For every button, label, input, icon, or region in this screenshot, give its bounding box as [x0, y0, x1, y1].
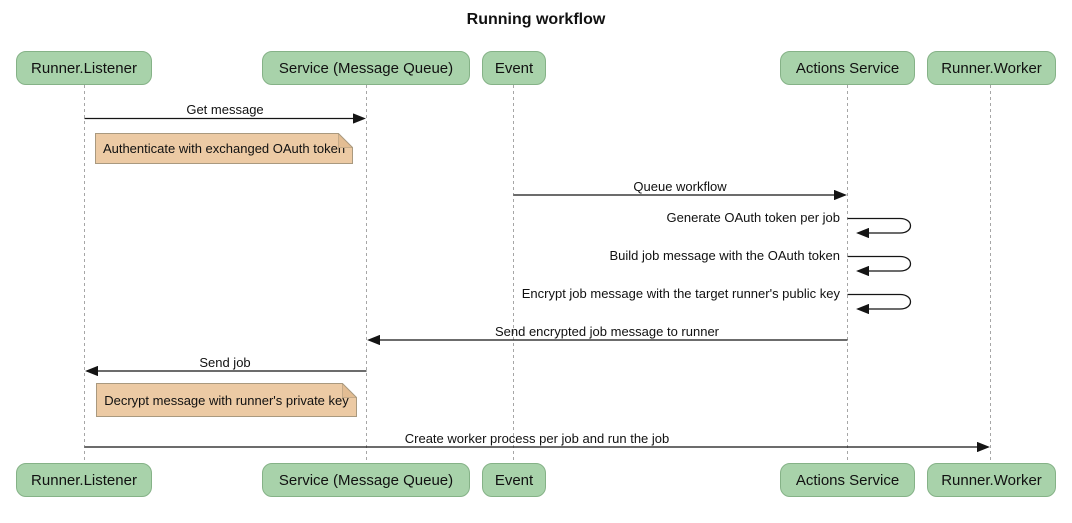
note-decrypt-message-text: Decrypt message with runner's private ke… — [104, 392, 349, 408]
participant-runner-worker-top: Runner.Worker — [927, 51, 1056, 85]
note-authenticate-oauth: Authenticate with exchanged OAuth token — [95, 133, 353, 164]
self-arrow-encrypt-job-message — [847, 293, 912, 315]
message-label-get-message: Get message — [186, 102, 264, 117]
self-arrow-generate-oauth-token — [847, 217, 912, 239]
message-label-generate-oauth-token: Generate OAuth token per job — [666, 210, 840, 225]
message-label-send-encrypted-job-message: Send encrypted job message to runner — [494, 324, 720, 339]
note-decrypt-message: Decrypt message with runner's private ke… — [96, 383, 357, 417]
self-arrow-build-job-message — [847, 255, 912, 277]
participant-runner-worker-bottom: Runner.Worker — [927, 463, 1056, 497]
message-label-send-job: Send job — [199, 355, 251, 370]
participant-runner-listener-bottom: Runner.Listener — [16, 463, 152, 497]
participant-event-top: Event — [482, 51, 546, 85]
message-label-create-worker-process: Create worker process per job and run th… — [404, 431, 670, 446]
participant-service-message-queue-top: Service (Message Queue) — [262, 51, 470, 85]
message-label-queue-workflow: Queue workflow — [633, 179, 727, 194]
participant-runner-listener-top: Runner.Listener — [16, 51, 152, 85]
participant-service-message-queue-bottom: Service (Message Queue) — [262, 463, 470, 497]
message-label-encrypt-job-message: Encrypt job message with the target runn… — [521, 286, 840, 301]
participant-actions-service-top: Actions Service — [780, 51, 915, 85]
note-fold-icon — [338, 133, 353, 148]
participant-event-bottom: Event — [482, 463, 546, 497]
diagram-title: Running workflow — [466, 11, 606, 28]
participant-actions-service-bottom: Actions Service — [780, 463, 915, 497]
note-authenticate-oauth-text: Authenticate with exchanged OAuth token — [102, 141, 346, 156]
message-label-build-job-message: Build job message with the OAuth token — [609, 248, 840, 263]
note-fold-icon — [342, 383, 357, 398]
